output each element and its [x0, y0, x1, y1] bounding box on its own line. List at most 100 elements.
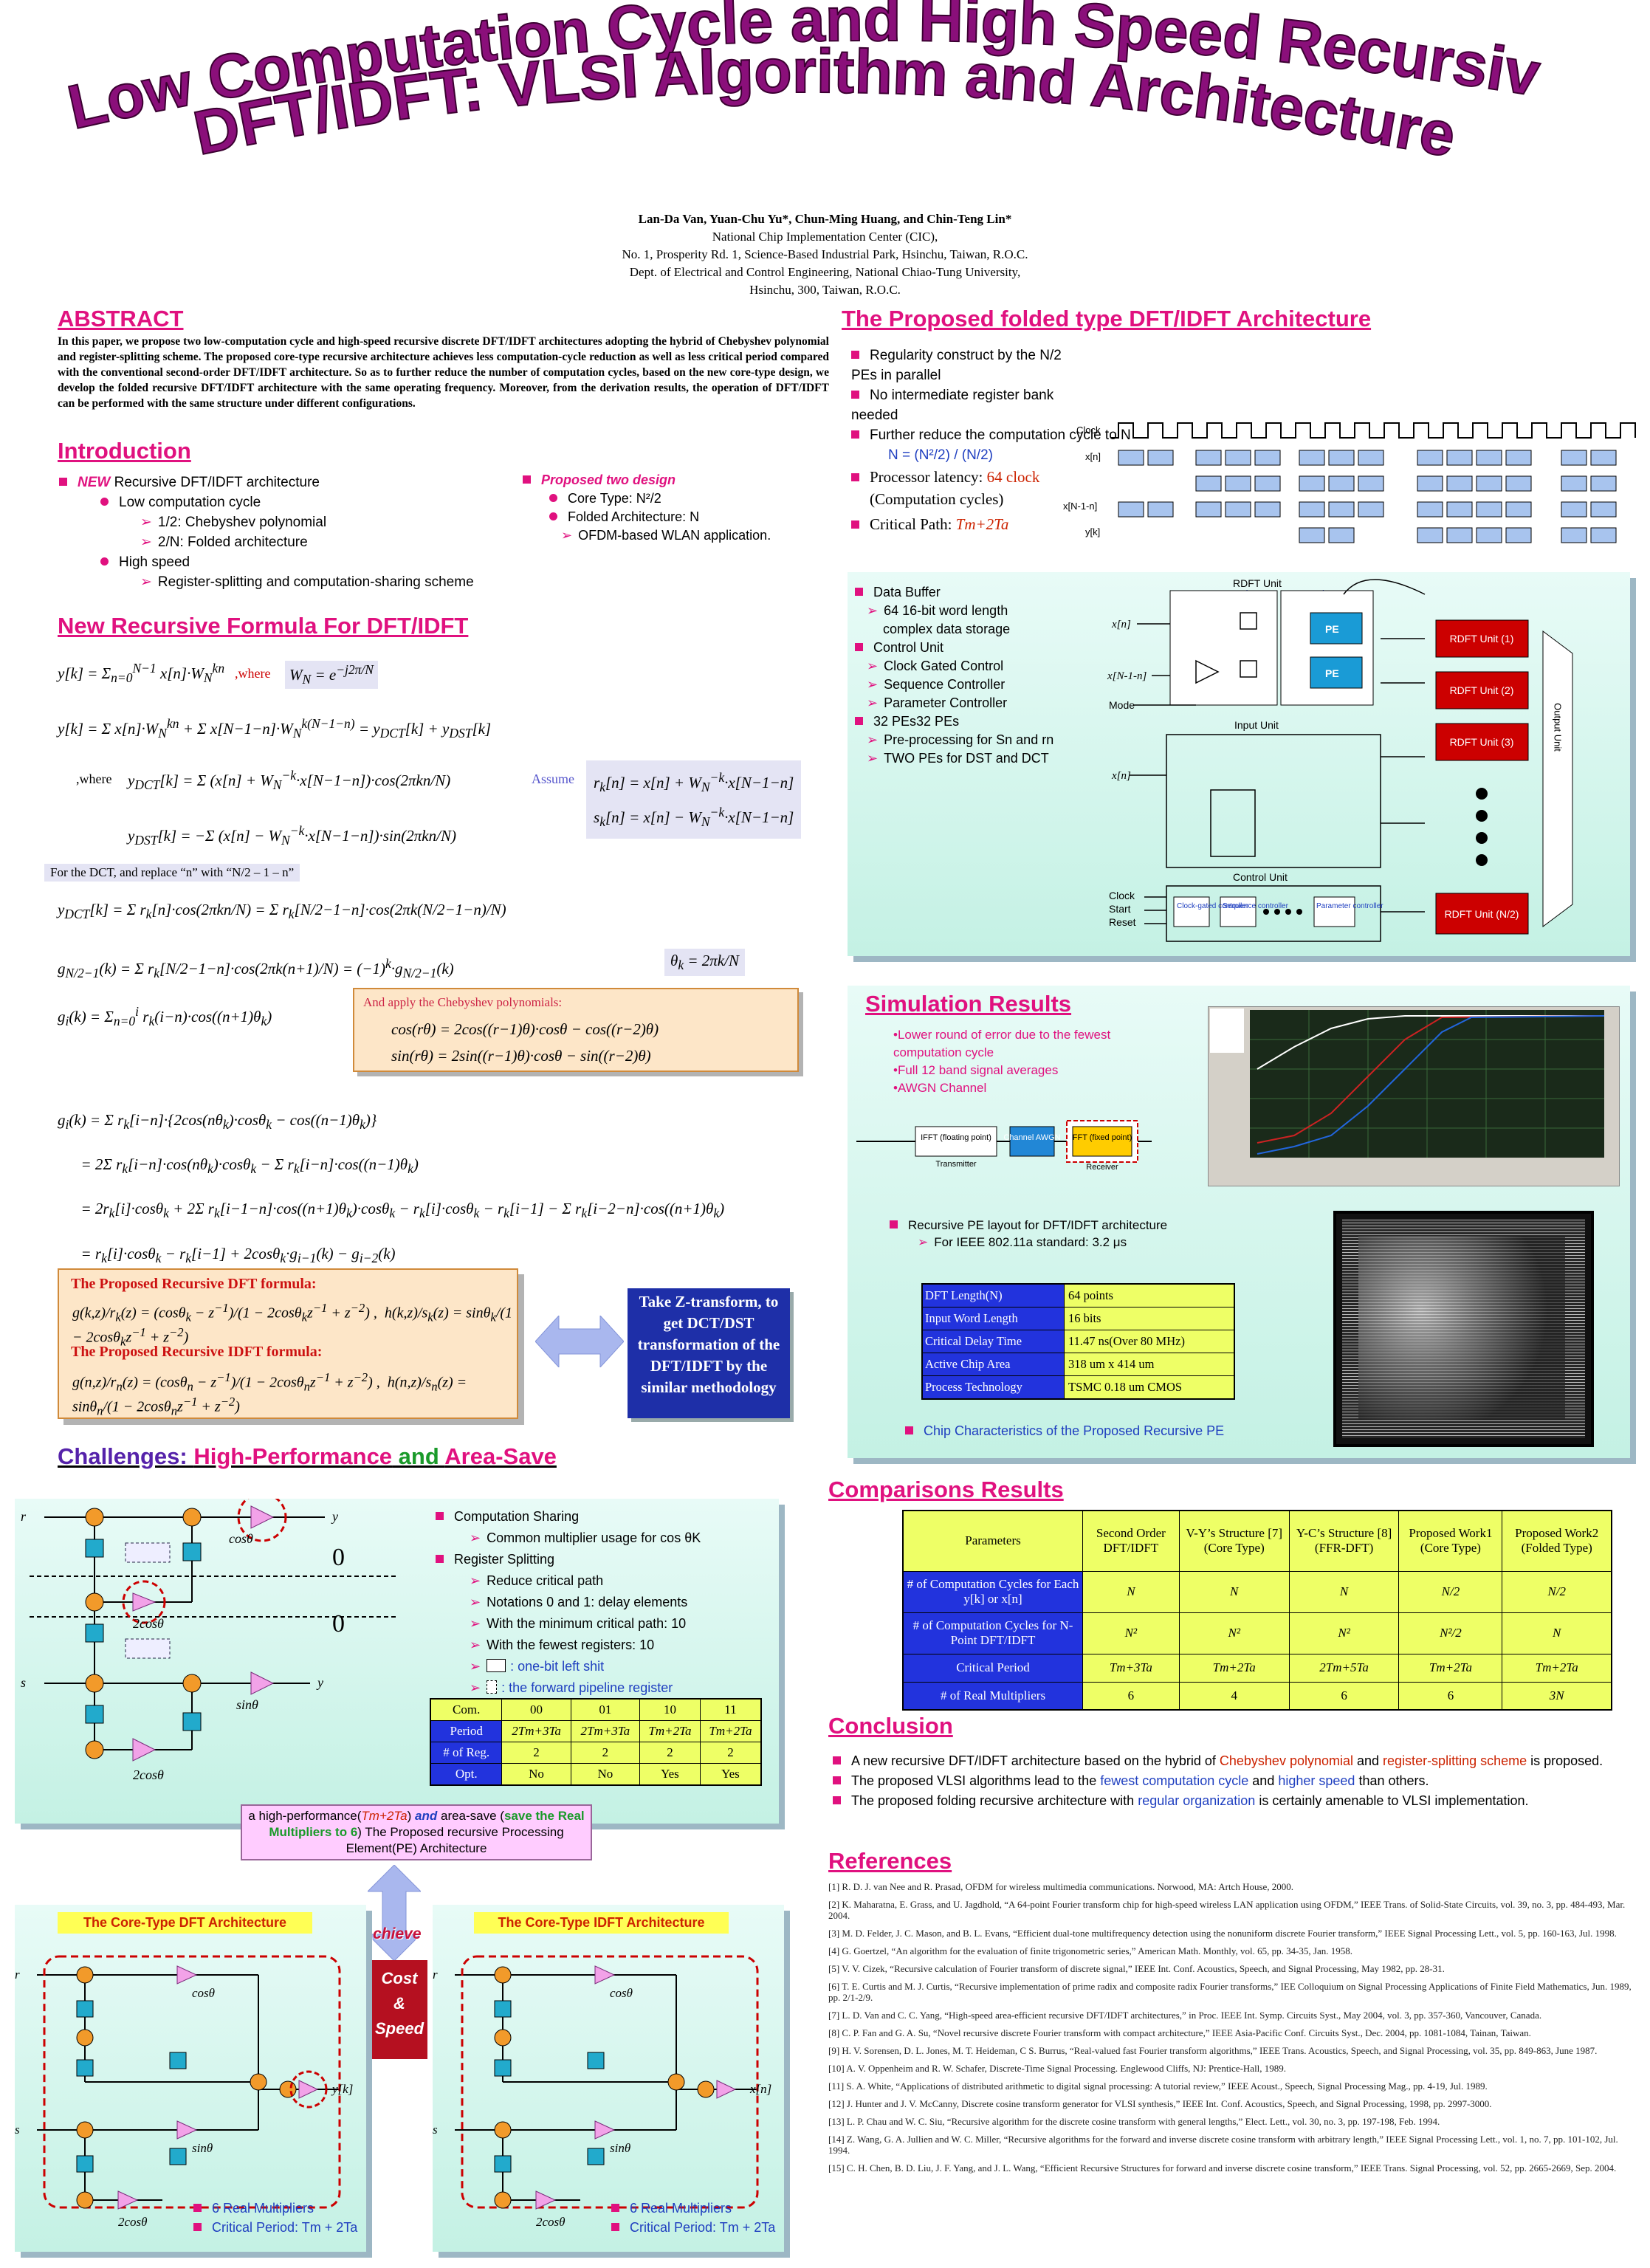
reference-item: [5] V. V. Cizek, “Recursive calculation … — [828, 1963, 1445, 1974]
arch-data-buffer: Data Buffer — [855, 583, 1054, 602]
register-table-row: Opt. No No Yes Yes — [430, 1763, 762, 1786]
comparisons-heading: Comparisons Results — [828, 1477, 1064, 1502]
sim-plot-area — [1250, 1010, 1605, 1158]
input-unit-label: Input Unit — [1234, 719, 1279, 731]
sim-notes: •Lower round of error due to the fewest … — [893, 1026, 1115, 1097]
sim-note-2: •Full 12 band signal averages — [893, 1063, 1059, 1077]
folded-item-1: Regularity construct by the N/2 PEs in p… — [851, 348, 1062, 383]
register-table-row: # of Reg. 2 2 2 2 — [430, 1742, 762, 1764]
register-table: Com. 00 01 10 11 Period 2Tm+3Ta 2Tm+3Ta … — [430, 1698, 762, 1786]
abstract-heading: ABSTRACT — [58, 306, 184, 331]
layout-note-1: Recursive PE layout for DFT/IDFT archite… — [890, 1217, 1167, 1234]
start-label: Start — [1109, 903, 1131, 915]
intro-item-1a1: ➢1/2: Chebyshev polynomial — [140, 515, 327, 530]
sim-channel: Channel AWGN — [1003, 1133, 1060, 1142]
dft-transfer: g(k,z)/rk(z) = (cosθk − z−1)/(1 − 2cosθk… — [72, 1301, 513, 1349]
svg-text:sinθ: sinθ — [192, 2141, 213, 2155]
reference-item: [4] G. Goertzel, “An algorithm for the e… — [828, 1945, 1353, 1956]
eq-ydct: yDCT[k] = Σ (x[n] + WN−k·x[N−1−n])·cos(2… — [128, 768, 451, 793]
intro-item-1: NEW Recursive DFT/IDFT architecture — [59, 472, 532, 492]
challenge-item-7: ➢: one-bit left shit — [470, 1659, 605, 1674]
chebyshev-eqs: cos(rθ) = 2cos((r−1)θ)·cosθ − cos((r−2)θ… — [391, 1020, 659, 1065]
comparison-row: # of Real Multipliers 6 4 6 6 3N — [902, 1681, 1612, 1711]
updown-arrow-icon — [368, 1865, 421, 1961]
core-dft-crit: Critical Period: Tm + 2Ta — [193, 2218, 357, 2237]
proposed-ofdm: ➢OFDM-based WLAN application. — [561, 528, 771, 543]
achieve-label: Achieve — [362, 1925, 422, 1942]
double-arrow-icon — [535, 1316, 624, 1367]
core-dft-notes: 6 Real Multipliers Critical Period: Tm +… — [193, 2199, 357, 2237]
intro-item-1b1: ➢Register-splitting and computation-shar… — [140, 574, 474, 590]
timing-label-yk: y[k] — [1085, 526, 1100, 537]
intro-list: NEW Recursive DFT/IDFT architecture Low … — [59, 472, 532, 592]
formula-block: y[k] = Σn=0N−1 x[n]·WNkn ,where WN = e−j… — [44, 650, 840, 1285]
svg-text:sinθ: sinθ — [610, 2141, 630, 2155]
where-2: ,where — [76, 772, 112, 786]
core-idft-mult: 6 Real Multipliers — [611, 2199, 775, 2218]
svg-text:PE: PE — [1325, 667, 1339, 679]
svg-text:x[n]: x[n] — [749, 2082, 771, 2096]
proposed-folded: Folded Architecture: N — [523, 508, 818, 526]
svg-text:r: r — [15, 1968, 20, 1982]
conclusion-list: A new recursive DFT/IDFT architecture ba… — [833, 1751, 1630, 1811]
eq-dft-def: y[k] = Σn=0N−1 x[n]·WNkn — [58, 661, 225, 686]
svg-text:PE: PE — [1325, 623, 1339, 635]
comparison-header: Parameters Second Order DFT/IDFT V-Y’s S… — [902, 1510, 1612, 1572]
intro-item-1a: Low computation cycle — [59, 492, 532, 512]
pe-summary-box: a high-performance(Tm+2Ta) and area-save… — [241, 1804, 592, 1860]
output-unit-label: Output Unit — [1553, 703, 1564, 752]
reference-item: [13] L. P. Chau and W. C. Siu, “Recursiv… — [828, 2116, 1440, 2127]
rdft-unit-n2: RDFT Unit (N/2) — [1445, 908, 1519, 920]
core-idft-crit: Critical Period: Tm + 2Ta — [611, 2218, 775, 2237]
intro-heading: Introduction — [58, 438, 191, 464]
reference-item: [2] K. Maharatna, E. Grass, and U. Jagdh… — [828, 1899, 1626, 1921]
reference-item: [10] A. V. Oppenheim and R. W. Schafer, … — [828, 2063, 1287, 2074]
folded-item-4: Processor latency: 64 clock — [851, 465, 1087, 489]
register-table-header: Com. 00 01 10 11 — [430, 1698, 762, 1721]
affiliation-1: National Chip Implementation Center (CIC… — [712, 230, 938, 244]
core-dft-mult: 6 Real Multipliers — [193, 2199, 357, 2218]
clk-label: Clock — [1109, 890, 1135, 901]
dft-formula-label: The Proposed Recursive DFT formula: — [71, 1276, 317, 1292]
arch-pe1: ➢Pre-processing for Sn and rn — [867, 732, 1054, 747]
timing-diagram: Clock x[n] x[N-1-n] y[k] — [1063, 422, 1636, 543]
arch-db1: ➢64 16-bit word length complex data stor… — [867, 603, 1011, 636]
svg-text:x[n]: x[n] — [1111, 770, 1131, 782]
sim-note-3: •AWGN Channel — [893, 1081, 987, 1095]
where-1: ,where — [235, 666, 271, 681]
poster-title: Low Computation Cycle and High Speed Rec… — [0, 0, 1545, 171]
ctrl-parameter: Parameter controller — [1316, 902, 1383, 910]
sim-fft: FFT (fixed point) — [1073, 1133, 1132, 1142]
folded-item-5: Critical Path: Tm+2Ta — [851, 509, 1087, 539]
for-dct-note: For the DCT, and replace “n” with “N/2 –… — [44, 864, 300, 882]
author-block: Lan-Da Van, Yuan-Chu Yu*, Chun-Ming Huan… — [0, 210, 1650, 299]
eq-ydct-r: yDCT[k] = Σ rk[n]·cos(2πkn/N) = Σ rk[N/2… — [58, 901, 506, 922]
timing-label-clock: Clock — [1076, 425, 1101, 436]
chebyshev-box: And apply the Chebyshev polynomials: cos… — [353, 988, 799, 1072]
svg-text:2cosθ: 2cosθ — [118, 2215, 148, 2229]
chip-row: DFT Length(N)64 points — [921, 1283, 1235, 1307]
svg-text:s: s — [15, 2123, 20, 2137]
control-unit-label: Control Unit — [1233, 871, 1288, 883]
folded-arch-list: Data Buffer ➢64 16-bit word length compl… — [855, 583, 1054, 768]
affiliation-3: Dept. of Electrical and Control Engineer… — [629, 265, 1021, 279]
mode-label: Mode — [1109, 699, 1135, 711]
delay-zero-2: 0 — [332, 1610, 345, 1638]
affiliation-4: Hsinchu, 300, Taiwan, R.O.C. — [749, 283, 901, 297]
challenge-item-3: ➢Reduce critical path — [470, 1573, 604, 1588]
sim-receiver: Receiver — [1086, 1163, 1118, 1170]
references-heading: References — [828, 1848, 952, 1874]
conclusion-heading: Conclusion — [828, 1713, 953, 1739]
core-idft-notes: 6 Real Multipliers Critical Period: Tm +… — [611, 2199, 775, 2237]
conclusion-item-1: A new recursive DFT/IDFT architecture ba… — [833, 1751, 1630, 1771]
sim-plot-curves — [1250, 1010, 1605, 1158]
register-table-row: Period 2Tm+3Ta 2Tm+3Ta Tm+2Ta Tm+2Ta — [430, 1720, 762, 1742]
challenges-heading: Challenges: High-Performance and Area-Sa… — [58, 1443, 557, 1469]
svg-text:s: s — [21, 1675, 26, 1690]
folded-arch-diagram: RDFT Unit Pre-processing recursive PE In… — [1107, 577, 1573, 942]
